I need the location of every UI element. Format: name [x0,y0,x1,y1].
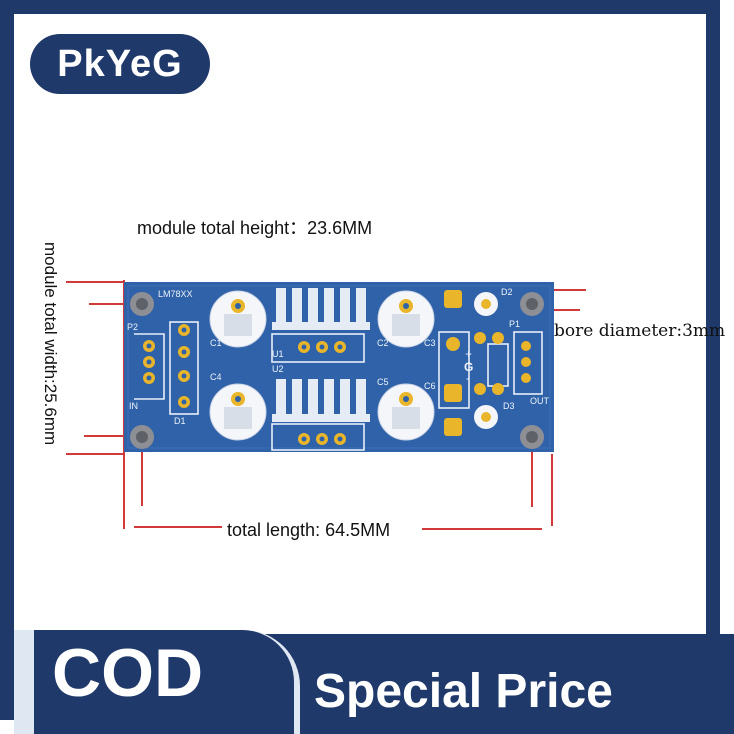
cod-badge [34,630,294,734]
label-c4: C4 [210,372,222,382]
pcb-illustration: LM78XX P2 IN D1 C1 C4 U1 U2 C2 C5 C3 C6 … [66,280,586,530]
brand-name: PkYeG [57,42,183,85]
bore-annotation: bore diameter:3mm [554,321,726,341]
label-p1: P1 [509,319,520,329]
label-minus: - [466,371,470,385]
label-c1: C1 [210,338,222,348]
label-out: OUT [530,396,550,406]
label-plus: + [465,347,472,361]
label-p2: P2 [127,322,138,332]
label-in: IN [129,401,138,411]
brand-badge: PkYeG [30,34,210,94]
capacitors [209,290,498,441]
mounting-holes [130,292,544,449]
label-d3: D3 [503,401,515,411]
label-c5: C5 [377,377,389,387]
label-c6: C6 [424,381,436,391]
label-c3: C3 [424,338,436,348]
label-d2: D2 [501,287,513,297]
label-u1: U1 [272,349,284,359]
width-annotation: module total width:25.6mm [41,242,60,446]
label-d1: D1 [174,416,186,426]
label-g: G [464,360,473,374]
label-c2: C2 [377,338,389,348]
board-title: LM78XX [158,289,193,299]
height-annotation: module total height：23.6MM [137,218,373,238]
label-u2: U2 [272,364,284,374]
length-annotation: total length: 64.5MM [227,520,391,540]
cod-text: COD [52,635,204,711]
special-price-text: Special Price [314,665,613,718]
